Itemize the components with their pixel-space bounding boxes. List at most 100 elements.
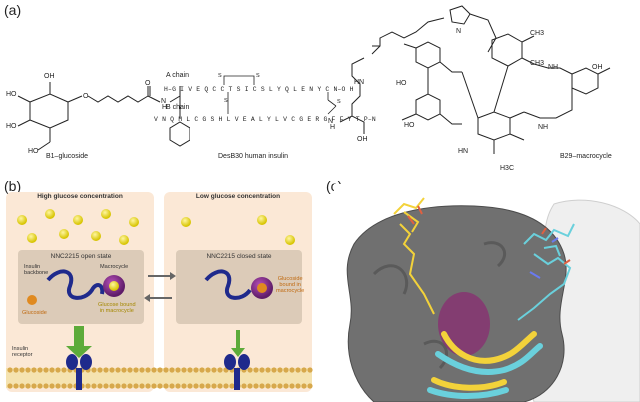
lipid-head bbox=[49, 383, 55, 389]
insulin-backbone-label: Insulin backbone bbox=[24, 264, 49, 276]
lipid-head bbox=[109, 367, 115, 373]
lipid-head bbox=[31, 383, 37, 389]
atom-h3c: H3C bbox=[500, 165, 515, 172]
atom-o-2: O bbox=[145, 80, 151, 87]
lipid-head bbox=[193, 367, 199, 373]
lipid-head bbox=[271, 367, 277, 373]
lipid-head bbox=[43, 367, 49, 373]
lipid-head bbox=[19, 367, 25, 373]
atom-h-1: H bbox=[162, 104, 168, 111]
insulin-backbone-open bbox=[46, 269, 105, 300]
lipid-head bbox=[199, 367, 205, 373]
mechanism-diagram bbox=[6, 192, 313, 392]
lipid-head bbox=[7, 383, 13, 389]
lipid-head bbox=[307, 367, 313, 373]
signal-arrow-strong bbox=[74, 326, 84, 346]
lipid-head bbox=[19, 383, 25, 389]
lipid-head bbox=[85, 383, 91, 389]
protein-structure-render bbox=[334, 184, 640, 402]
lipid-head bbox=[283, 383, 289, 389]
atom-ho-1: HO bbox=[6, 91, 17, 98]
lipid-head bbox=[265, 383, 271, 389]
lipid-head bbox=[175, 383, 181, 389]
atom-ch3-2: CH3 bbox=[530, 60, 545, 67]
atom-n-1: N bbox=[161, 98, 167, 105]
lipid-head bbox=[103, 367, 109, 373]
lipid-head bbox=[157, 383, 163, 389]
atom-s-3: S bbox=[224, 98, 228, 104]
atom-s-2: S bbox=[256, 73, 260, 79]
lipid-head bbox=[31, 367, 37, 373]
closed-state-box bbox=[176, 250, 302, 324]
lipid-head bbox=[121, 383, 127, 389]
lipid-head bbox=[295, 367, 301, 373]
lipid-head bbox=[25, 383, 31, 389]
lipid-head bbox=[277, 367, 283, 373]
glucoside-structure bbox=[17, 82, 190, 151]
lipid-head bbox=[265, 367, 271, 373]
chain-b-sequence: V N Q H L C G S H L V E A L Y L V C G E … bbox=[154, 116, 376, 123]
disulfide-bonds bbox=[223, 75, 337, 115]
atom-s-1: S bbox=[218, 73, 222, 79]
lipid-head bbox=[61, 367, 67, 373]
binding-pocket bbox=[438, 292, 490, 356]
insulin-backbone-closed bbox=[204, 269, 252, 300]
lipid-head bbox=[13, 383, 19, 389]
chain-a-sequence: H–G I V E Q C C T S I C S L Y Q L E N Y … bbox=[164, 86, 354, 93]
lipid-head bbox=[241, 383, 247, 389]
caption-b29-macrocycle: B29–macrocycle bbox=[560, 153, 612, 160]
panel-b-label: (b) bbox=[4, 178, 22, 194]
lipid-head bbox=[7, 367, 13, 373]
lipid-head bbox=[109, 383, 115, 389]
lipid-head bbox=[247, 367, 253, 373]
insulin-receptor-left bbox=[66, 354, 92, 390]
atom-n-2: N bbox=[328, 118, 334, 125]
insulin-receptor-right bbox=[224, 354, 250, 390]
atom-n-tri: N bbox=[456, 28, 462, 35]
lipid-head bbox=[25, 367, 31, 373]
macrocycle-structure bbox=[339, 5, 611, 154]
lipid-head bbox=[301, 367, 307, 373]
open-state-label: NNC2215 open state bbox=[50, 253, 112, 260]
lipid-head bbox=[181, 367, 187, 373]
lipid-head bbox=[37, 367, 43, 373]
lipid-head bbox=[289, 367, 295, 373]
lipid-head bbox=[91, 367, 97, 373]
lipid-head bbox=[229, 383, 235, 389]
ligand-yellow bbox=[393, 197, 435, 315]
lipid-head bbox=[205, 367, 211, 373]
lipid-head bbox=[163, 367, 169, 373]
lipid-head bbox=[139, 367, 145, 373]
lipid-head bbox=[43, 383, 49, 389]
atom-ho-ring: HO bbox=[396, 80, 407, 87]
open-state-box bbox=[18, 250, 144, 324]
atom-oh-lys: OH bbox=[357, 136, 368, 143]
lipid-head bbox=[283, 367, 289, 373]
lipid-head bbox=[13, 367, 19, 373]
signal-arrow-weak bbox=[236, 330, 240, 348]
lipid-head bbox=[115, 383, 121, 389]
cell-membrane bbox=[6, 367, 313, 389]
caption-desb30-insulin: DesB30 human insulin bbox=[218, 153, 289, 160]
lipid-head bbox=[211, 367, 217, 373]
lipid-head bbox=[97, 367, 103, 373]
atom-o-1: O bbox=[83, 93, 89, 100]
atom-ho-2: HO bbox=[6, 123, 17, 130]
high-glucose-title: High glucose concentration bbox=[37, 193, 123, 200]
glucose-molecules bbox=[17, 209, 295, 245]
lipid-head bbox=[301, 383, 307, 389]
lipid-head bbox=[307, 383, 313, 389]
lipid-head bbox=[37, 383, 43, 389]
ligand-cyan bbox=[517, 223, 575, 321]
panel-a-label: (a) bbox=[4, 2, 22, 18]
lipid-head bbox=[67, 383, 73, 389]
lipid-head bbox=[145, 367, 151, 373]
helix-cyan bbox=[435, 343, 543, 376]
glucoside-free bbox=[27, 295, 37, 305]
insulin-receptor-label: Insulin receptor bbox=[12, 346, 33, 358]
lipid-head bbox=[91, 383, 97, 389]
lipid-head bbox=[163, 383, 169, 389]
lipid-head bbox=[61, 383, 67, 389]
lipid-head bbox=[145, 383, 151, 389]
lipid-head bbox=[247, 383, 253, 389]
